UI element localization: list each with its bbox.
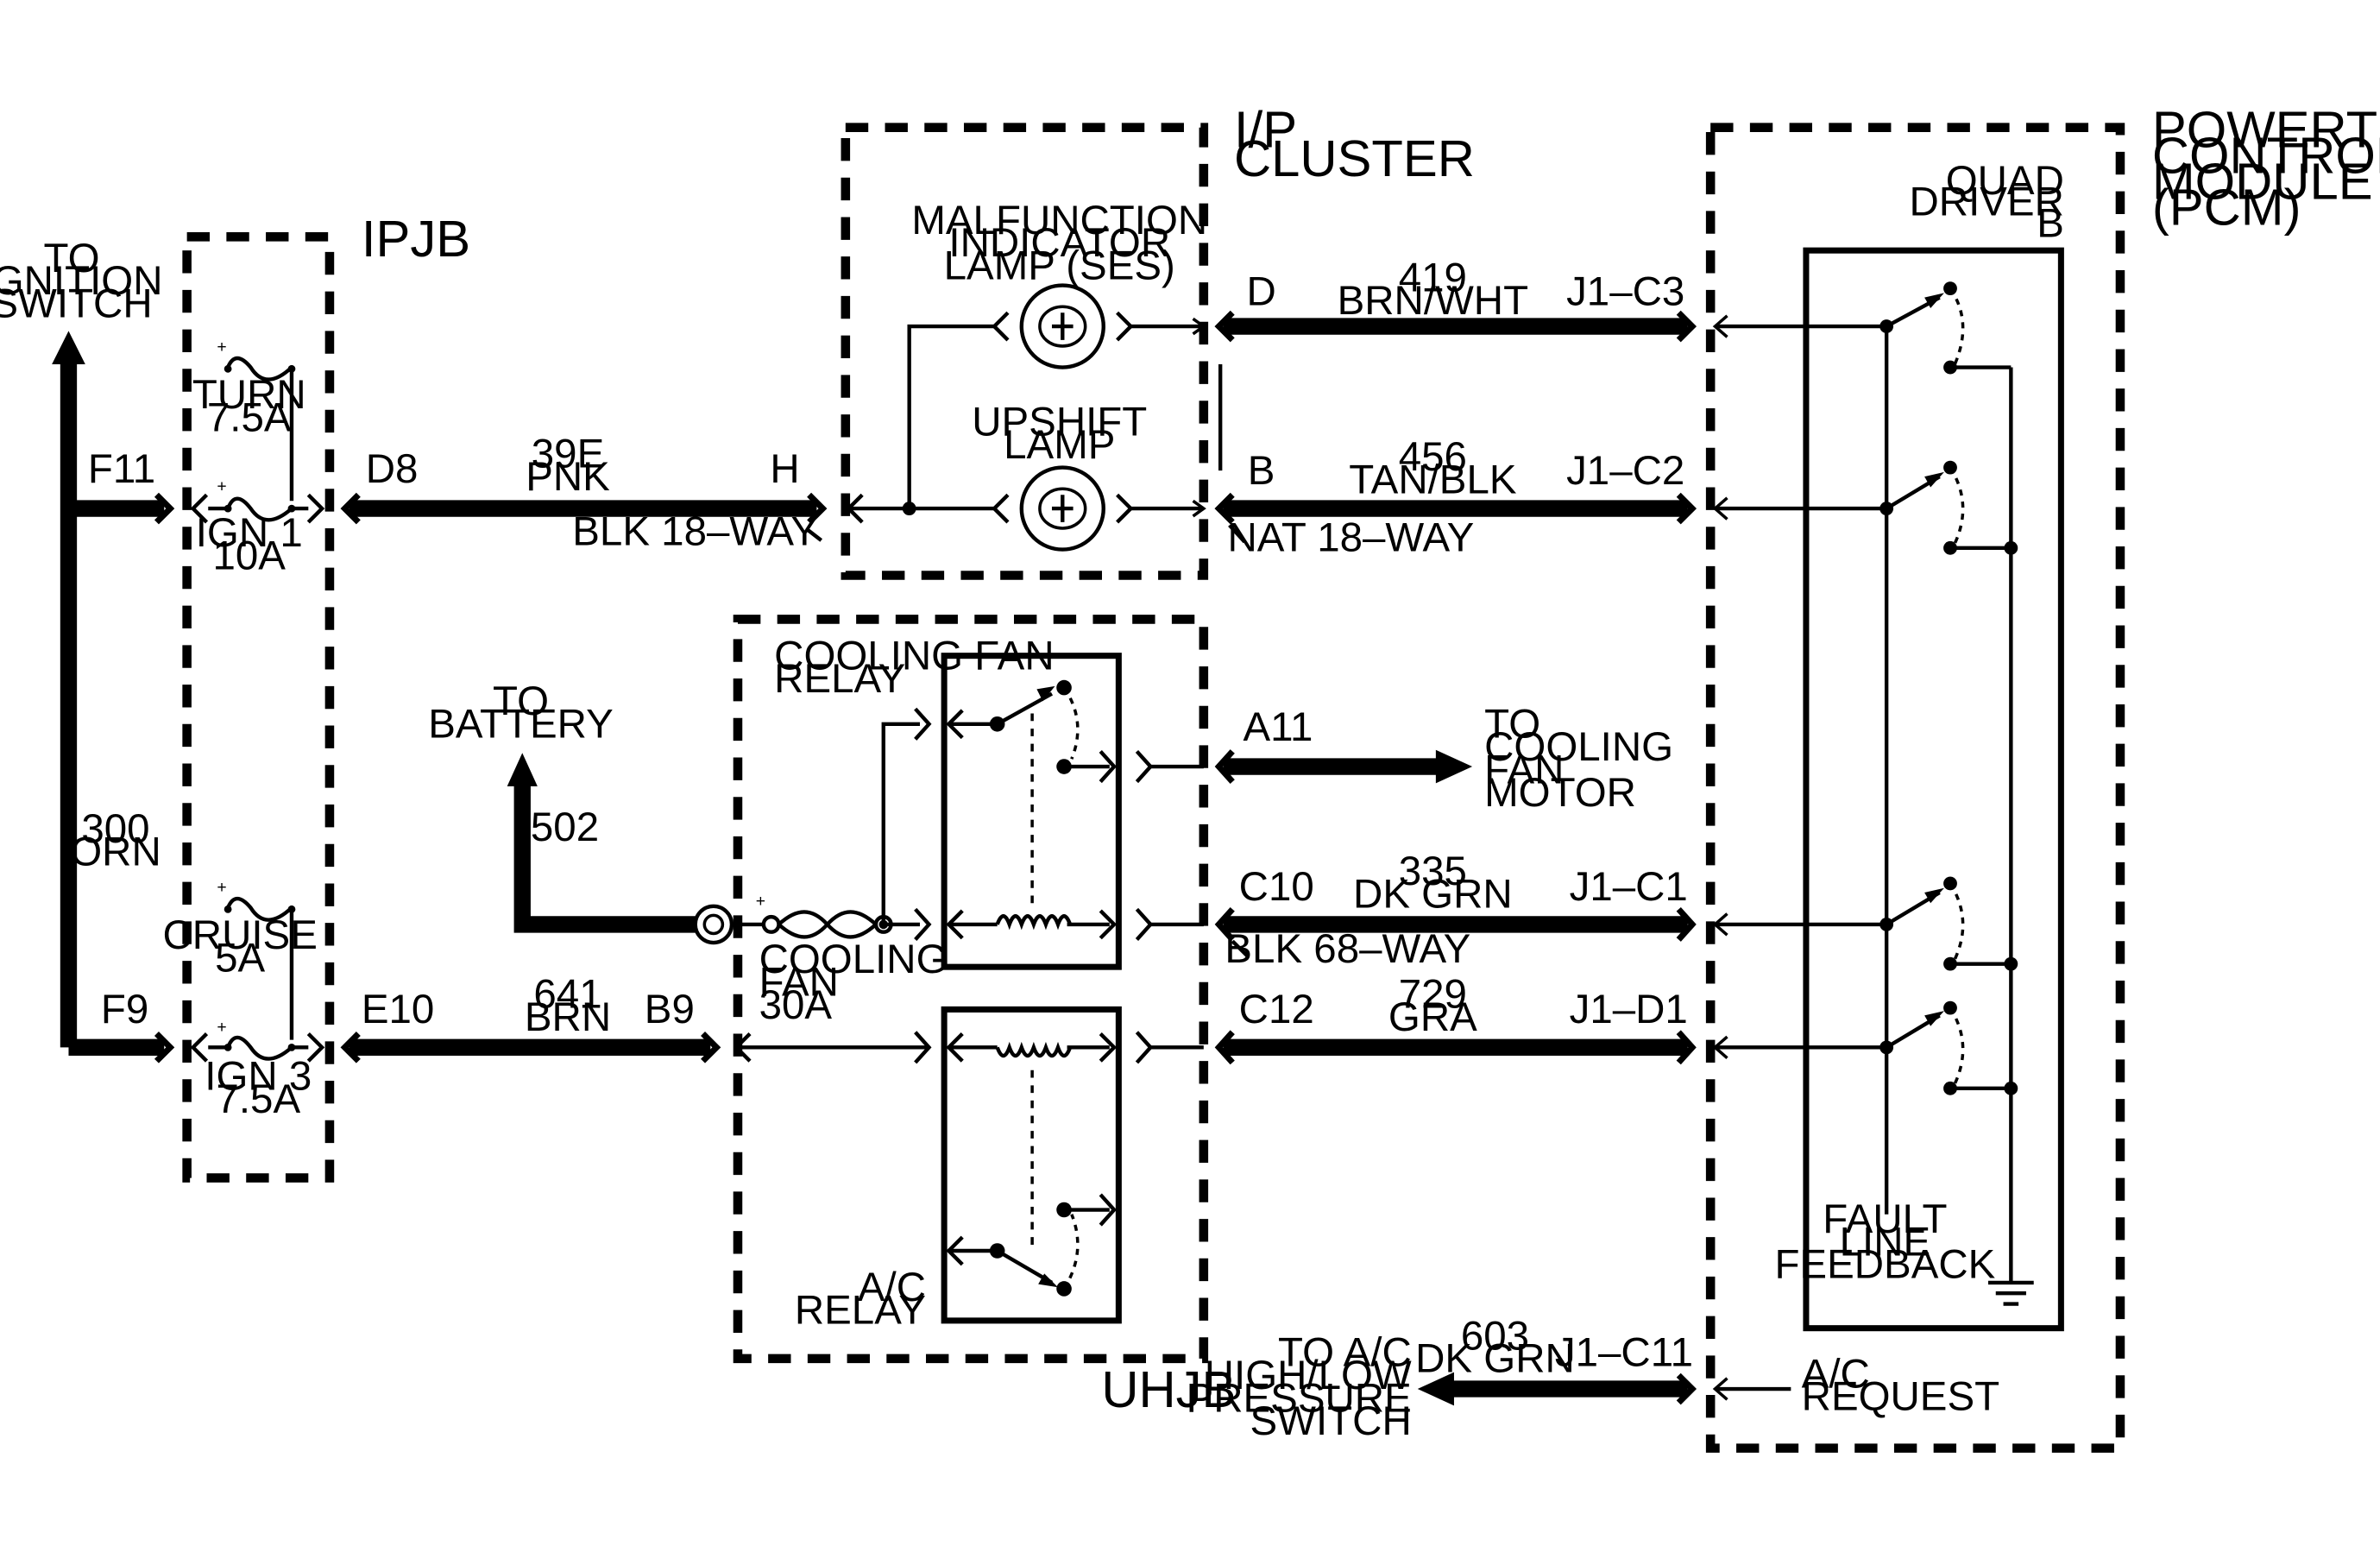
fuse-ign1-label: IGN 110A <box>196 510 303 578</box>
nat18-leader <box>1228 523 1246 544</box>
e10-label: E10 <box>362 987 434 1032</box>
j1c1-label: J1–C1 <box>1570 864 1688 910</box>
to-ignition-switch-arrow <box>52 331 85 365</box>
wire-641 <box>340 1032 721 1063</box>
ipjb-label: IPJB <box>362 210 470 268</box>
wire-335-label: 335DK GRN <box>1353 849 1513 917</box>
a11-label: A11 <box>1244 704 1313 750</box>
j1c3-label: J1–C3 <box>1566 268 1684 314</box>
plus-sign-3: + <box>217 1018 226 1037</box>
wire-456 <box>1214 492 1697 525</box>
mil-lamp-label: MALFUNCTIONINDICATORLAMP (SES) <box>911 198 1207 289</box>
uhjb-box <box>733 615 1209 1364</box>
d8-label: D8 <box>366 446 419 492</box>
wire-641-inner <box>734 1031 932 1064</box>
ip-cluster-label: I/PCLUSTER <box>1234 101 1475 187</box>
ip-cluster-internals <box>846 283 1206 552</box>
ip-cluster-box <box>841 123 1209 580</box>
plus-sign-2: + <box>217 878 226 897</box>
fuse-cruise <box>224 896 296 1040</box>
plus-sign-1: + <box>217 477 226 496</box>
w502-label: 502 <box>531 805 599 850</box>
ac-request-label: A/CREQUEST <box>1802 1351 1999 1419</box>
ground-bus <box>1987 367 2034 1306</box>
blk68-label: BLK 68–WAY <box>1225 926 1470 972</box>
pcm-switches <box>1879 281 2018 1095</box>
to-battery-label: TOBATTERY <box>428 678 614 747</box>
fuse-ign1 <box>190 493 325 524</box>
fuse-turn-label: TURN7.5A <box>192 372 306 440</box>
cooling-fan-fuse-label: COOLINGFAN30A <box>759 937 948 1028</box>
uhjb-outputs <box>1135 749 1204 1064</box>
upshift-lamp-label: UPSHIFTLAMP <box>972 400 1147 468</box>
j1c2-label: J1–C2 <box>1566 448 1684 494</box>
to-cooling-fan-motor-label: TOCOOLINGFANMOTOR <box>1484 702 1673 816</box>
wire-729 <box>1214 1030 1697 1065</box>
plus-sign-4: + <box>756 892 765 911</box>
pin-b-label: B <box>1248 448 1275 494</box>
quad-driver-label: QUADDRIVERB <box>1910 158 2064 246</box>
c10-label: C10 <box>1239 864 1314 910</box>
fuse-ign3 <box>190 1032 325 1063</box>
to-ignition-switch-label: TOIGNITIONSWITCH <box>0 236 162 327</box>
pcm-inputs <box>1712 314 1887 1059</box>
j1d1-label: J1–D1 <box>1570 987 1688 1032</box>
wire-39e-label: 39EPNK <box>526 432 610 500</box>
to-cooling-fan-motor-arrow <box>1435 749 1473 784</box>
mil-lamp <box>992 283 1206 369</box>
b9-label: B9 <box>645 987 695 1032</box>
cooling-fan-fuse <box>731 707 932 941</box>
cooling-fan-relay <box>941 653 1122 970</box>
fuse-turn <box>224 356 296 502</box>
wire-419-label: 419BRN/WHT <box>1338 256 1529 324</box>
ac-relay-label: A/CRELAY <box>795 1265 926 1333</box>
fuse-ign3-label: IGN 37.5A <box>205 1054 312 1122</box>
wire-335 <box>1214 906 1697 958</box>
upshift-lamp <box>992 465 1206 552</box>
wire-603-label: 603DK GRN <box>1415 1313 1575 1381</box>
uhjb-label: UHJB <box>1101 1360 1236 1418</box>
ipjb-box <box>182 232 335 1183</box>
pcm-label: POWERTRAINCONTROLMODULE(PCM) <box>2152 101 2380 237</box>
to-ac-switch-arrow <box>1417 1372 1454 1406</box>
wire-39e <box>340 492 828 542</box>
wire-419 <box>1214 310 1697 343</box>
wire-729-label: 729GRA <box>1388 972 1477 1040</box>
f11-label: F11 <box>88 446 155 492</box>
ac-relay <box>941 1006 1122 1324</box>
pin-d-label: D <box>1247 268 1276 314</box>
to-ac-switch-label: TO A/CHIGH/LOWPRESSURESWITCH <box>1187 1330 1412 1444</box>
wire-456-label: 456TAN/BLK <box>1349 434 1517 502</box>
plus-sign-0: + <box>217 338 226 357</box>
battery-feed <box>507 753 734 945</box>
wire-603 <box>1417 1372 1791 1406</box>
wire-641-label: 641BRN <box>525 972 611 1040</box>
wire-300-label: 300ORN <box>70 806 161 874</box>
ignition-feed <box>52 331 175 1063</box>
wire-a11 <box>1214 749 1473 784</box>
pcm-box <box>1705 123 2125 1453</box>
nat18-label: NAT 18–WAY <box>1228 514 1475 560</box>
f9-label: F9 <box>101 987 148 1032</box>
h-label: H <box>770 446 799 492</box>
cooling-fan-relay-label: COOLING FANRELAY <box>774 633 1054 701</box>
c12-label: C12 <box>1239 987 1314 1032</box>
quad-driver-box <box>1803 247 2064 1332</box>
j1c11-label: J1–C11 <box>1555 1330 1693 1376</box>
